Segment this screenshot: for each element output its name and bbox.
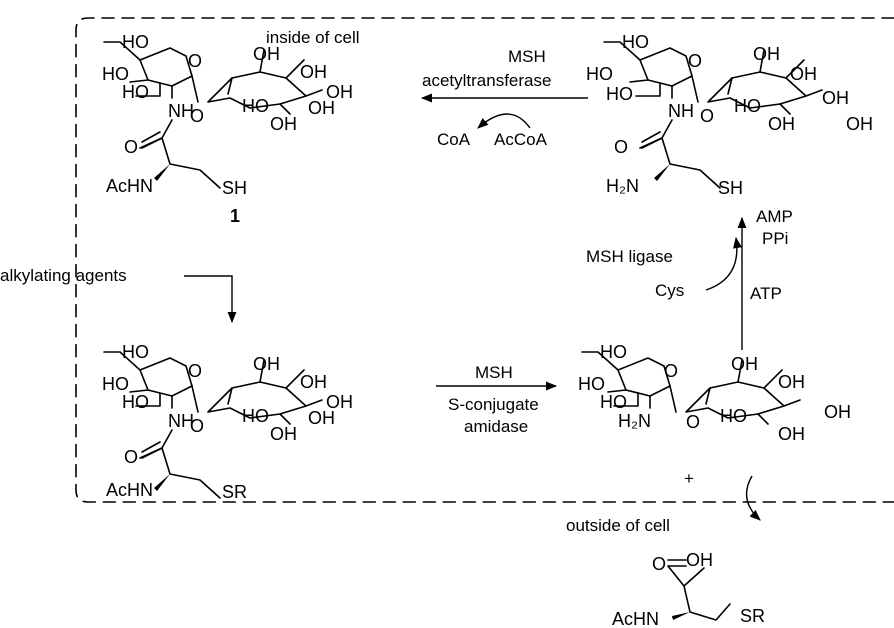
atom-label: OH [778,424,805,444]
atom-label: OH [822,88,849,108]
cofactor-label: Cys [655,281,684,300]
atom-label: O [652,554,666,574]
atom-label: O [190,416,204,436]
atom-label: AcHN [106,480,153,500]
atom-label: AcHN [106,176,153,196]
atom-label: O [124,137,138,157]
atom-label: HO [578,374,605,394]
atom-label: HO [734,96,761,116]
compound-number: 1 [230,206,240,226]
atom-label: SR [740,606,765,626]
atom-label: NH [168,101,194,121]
atom-label: OH [253,354,280,374]
atom-label: OH [300,372,327,392]
cofactor-label: AcCoA [494,130,548,149]
atom-label: HO [586,64,613,84]
atom-label: HO [606,84,633,104]
compound-msh-s-conjugate: HO HO HO O NH O HO OH OH OH OH OH O AcHN… [102,342,353,502]
atom-label: HO [122,32,149,52]
atom-label: O [686,412,700,432]
cofactor-label: PPi [762,229,788,248]
atom-label: HO [720,406,747,426]
atom-label: H₂N [618,411,651,431]
enzyme-label: amidase [464,417,528,436]
atom-label: HO [102,374,129,394]
atom-label: OH [308,408,335,428]
atom-label: SR [222,482,247,502]
atom-label: OH [270,424,297,444]
atom-label: OH [686,550,713,570]
atom-label: O [124,447,138,467]
alkylation-arrow [184,275,237,324]
export-arrow [745,475,761,521]
atom-label: O [188,51,202,71]
atom-label: HO [102,64,129,84]
atom-label: OH [326,392,353,412]
atom-label: SH [718,178,743,198]
atom-label: OH [778,372,805,392]
atom-label: OH [790,64,817,84]
atom-label: OH [824,402,851,422]
enzyme-label: MSH ligase [586,247,673,266]
atom-label: H₂N [606,176,639,196]
atom-label: OH [753,44,780,64]
atom-label: HO [600,342,627,362]
atom-label: HO [122,392,149,412]
atom-label: OH [270,114,297,134]
cofactor-label: AMP [756,207,793,226]
enzyme-label: MSH [508,47,546,66]
atom-label: OH [768,114,795,134]
atom-label: HO [622,32,649,52]
compound-acetylcysteine-s-conjugate: OH O AcHN SR [612,550,765,628]
plus-sign: + [684,469,694,488]
atom-label: O [700,106,714,126]
atom-label: OH [846,114,873,134]
atom-label: HO [242,406,269,426]
ligase-side-arrow [705,236,742,291]
atom-label: HO [600,392,627,412]
atom-label: O [664,361,678,381]
atom-label: HO [122,342,149,362]
atom-label: NH [168,411,194,431]
inside-of-cell-label: inside of cell [266,28,360,47]
atom-label: O [688,51,702,71]
atom-label: SH [222,178,247,198]
atom-label: HO [122,82,149,102]
compound-precursor-desacetyl: HO HO HO O NH O HO OH OH OH OH OH O H₂N … [586,32,873,198]
enzyme-label: S-conjugate [448,395,539,414]
enzyme-label: acetyltransferase [422,71,551,90]
atom-label: OH [308,98,335,118]
enzyme-label: MSH [475,363,513,382]
atom-label: OH [300,62,327,82]
atom-label: O [188,361,202,381]
cofactor-label: ATP [750,284,782,303]
cofactor-label: CoA [437,130,471,149]
compound-1-mycothiol: HO HO HO O NH O HO OH OH OH OH OH O AcHN… [102,32,353,198]
atom-label: OH [731,354,758,374]
cell-boundary [75,17,894,503]
atom-label: OH [326,82,353,102]
compound-glcn-ins: HO HO HO O H₂N O HO OH OH OH OH [578,342,851,444]
atom-label: OH [253,44,280,64]
atom-label: AcHN [612,609,659,628]
coa-release-arrow [477,113,531,129]
atom-label: O [190,106,204,126]
atom-label: O [614,137,628,157]
alkylating-agents-label: alkylating agents [0,266,127,285]
atom-label: HO [242,96,269,116]
outside-of-cell-label: outside of cell [566,516,670,535]
atom-label: NH [668,101,694,121]
